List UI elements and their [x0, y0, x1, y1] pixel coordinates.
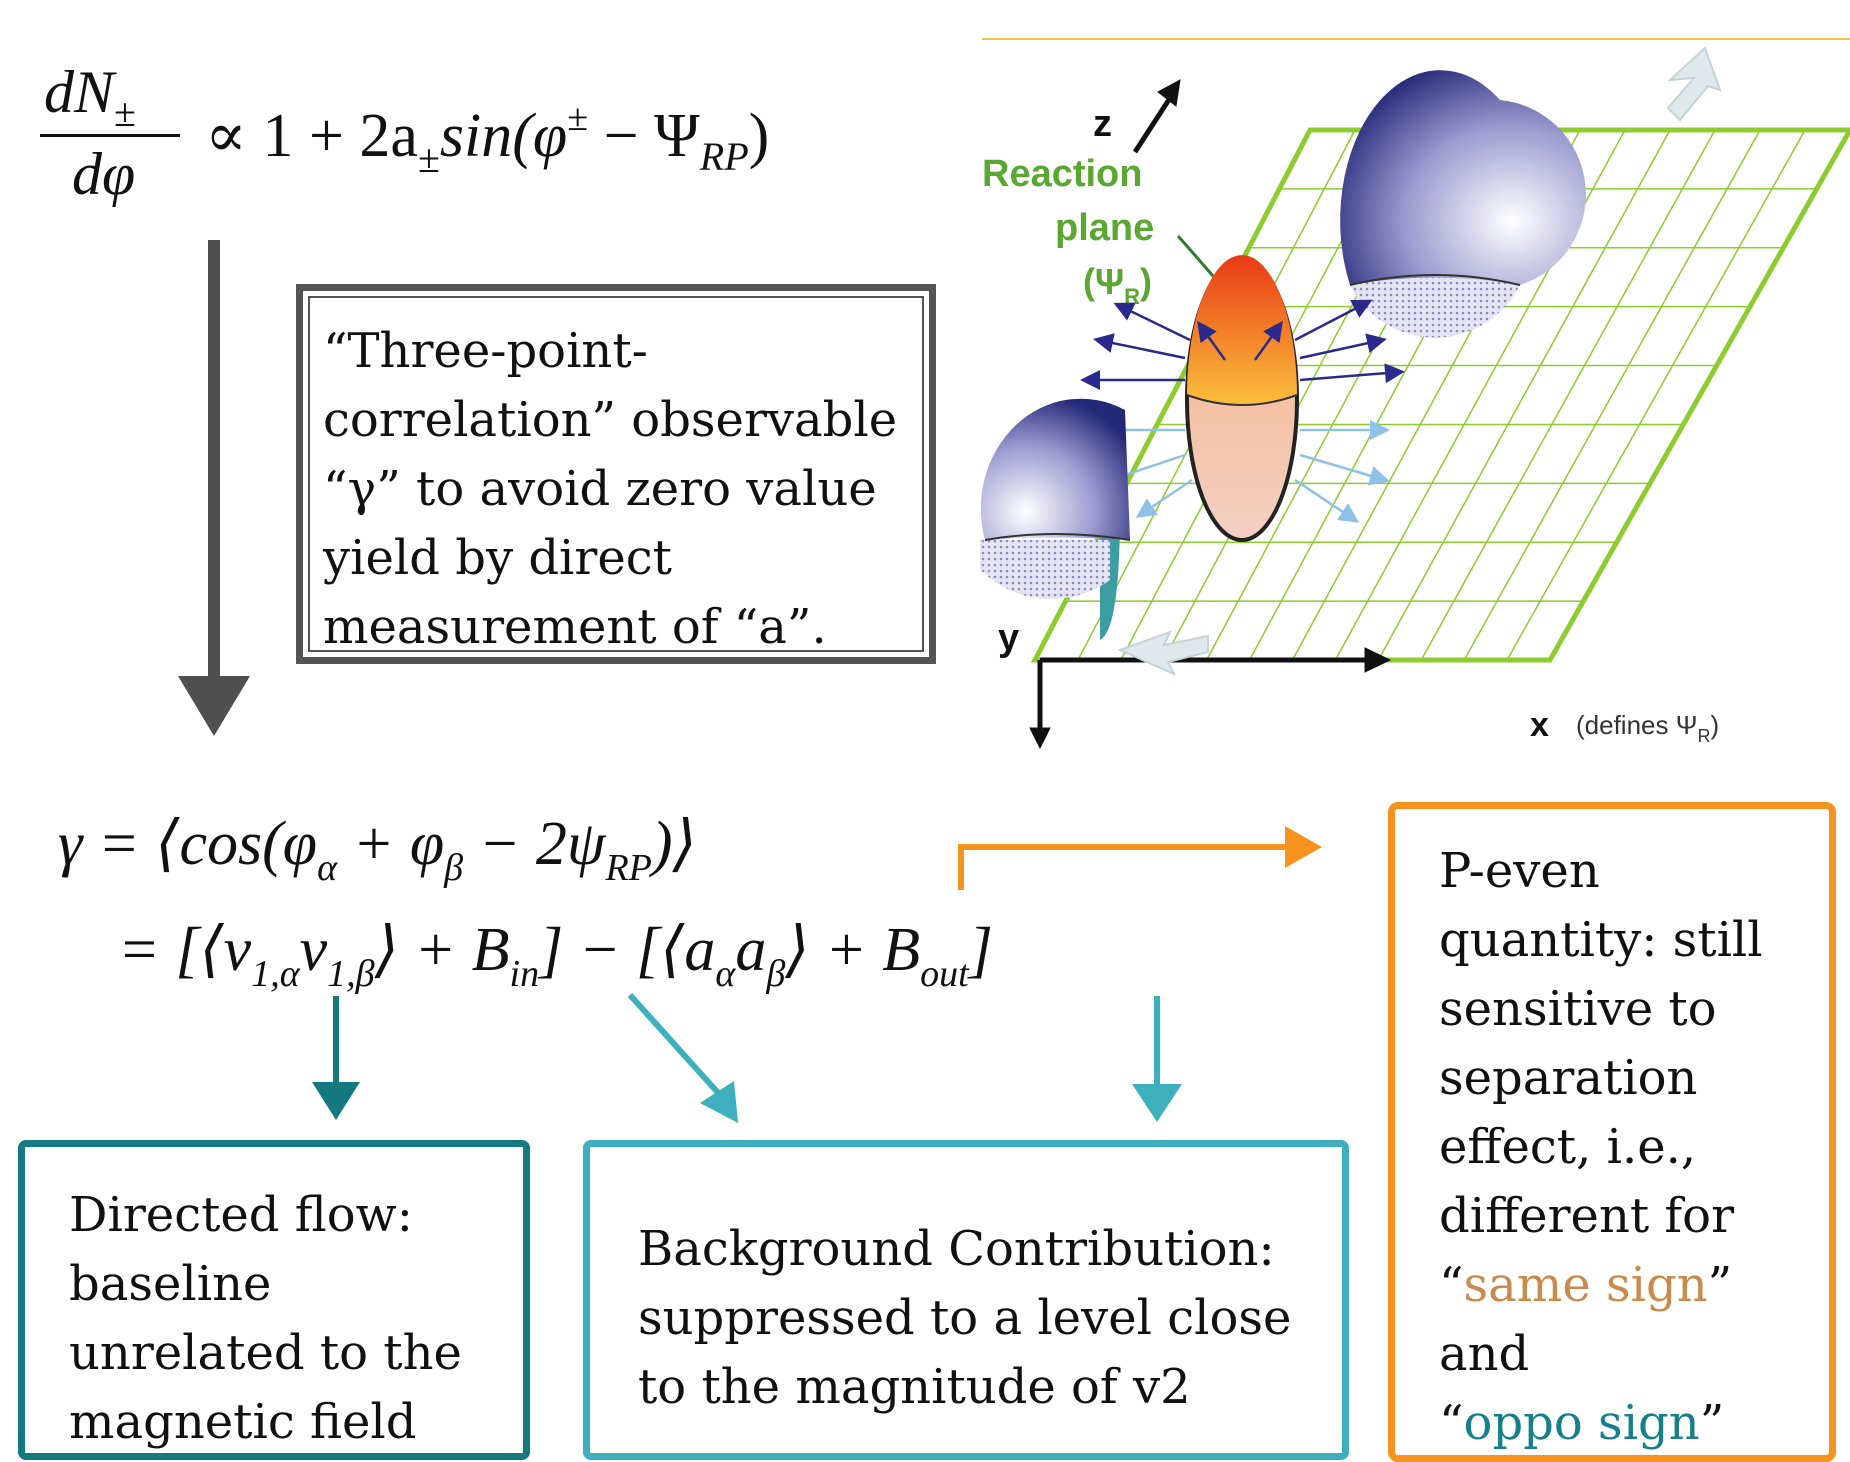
axes: [1029, 79, 1392, 750]
spectator-nucleus-left: [980, 398, 1131, 640]
grid-line: [1463, 129, 1761, 661]
rhs-sup: ±: [567, 97, 589, 139]
gamma-formula-line2: = [⟨v1,αv1,β⟩ + Bin] − [⟨aαaβ⟩ + Bout]: [118, 912, 993, 995]
grid-line: [1420, 129, 1716, 661]
f2-l2-sub4: α: [715, 953, 736, 995]
gamma-formula-line1: γ = ⟨cos(φα + φβ − 2ψRP)⟩: [58, 806, 697, 889]
f2-l1-b: + φ: [337, 810, 445, 878]
down-arrow-gray: [178, 240, 250, 736]
same-sign-text: same sign: [1463, 1257, 1708, 1313]
f2-l2-g: ]: [968, 916, 993, 984]
reaction-plane-figure: z y x (defines ΨR) Reaction plane (ΨR): [980, 46, 1850, 750]
spectator-nucleus-right: [1340, 70, 1586, 338]
fraction-denominator: dφ: [72, 141, 136, 207]
fraction-numerator: dN±: [44, 58, 136, 135]
same-sign-line: “same sign”: [1439, 1251, 1763, 1320]
grid-line: [1506, 129, 1806, 661]
p-even-line: P-even: [1439, 843, 1600, 899]
oppo-sign-text: oppo sign: [1463, 1395, 1700, 1451]
background-box: Background Contribution: suppressed to a…: [583, 1140, 1349, 1460]
correlation-line: “γ” to avoid zero value: [323, 461, 877, 517]
rhs-prefix: ∝ 1 + 2a: [205, 102, 418, 170]
directed-line: baseline: [69, 1256, 272, 1312]
grid-line: [1377, 129, 1671, 661]
f2-l2-e: a: [735, 916, 767, 984]
correlation-text: “Three-point- correlation” observable “γ…: [323, 317, 897, 662]
directed-line: magnetic field: [69, 1394, 417, 1450]
f2-l1-sub3: RP: [605, 847, 652, 889]
f2-l2-f: ⟩ + B: [785, 916, 921, 984]
rhs-mid2: − Ψ: [588, 102, 700, 170]
outgoing-arrow-top: [1666, 46, 1722, 122]
p-even-line: sensitive to: [1439, 981, 1717, 1037]
correlation-line: measurement of “a”.: [323, 599, 827, 655]
directed-line: unrelated to the: [69, 1325, 462, 1381]
f2-l2-a: = [⟨v: [118, 916, 252, 984]
axis-y-label: y: [998, 617, 1019, 659]
fraction-bar: [40, 134, 180, 137]
f2-l1-d: )⟩: [651, 810, 697, 878]
top-rule: [982, 38, 1850, 40]
numerator-sub: ±: [114, 90, 136, 135]
correlation-box: “Three-point- correlation” observable “γ…: [296, 284, 936, 664]
rhs-end: ): [748, 102, 770, 170]
oppo-sign-line: “oppo sign”: [1439, 1389, 1763, 1458]
numerator-text: dN: [44, 59, 115, 125]
background-line: suppressed to a level close: [638, 1290, 1292, 1346]
axis-x-label: x: [1530, 706, 1549, 744]
f2-l2-sub5: β: [766, 953, 786, 995]
directed-line: Directed flow:: [69, 1187, 413, 1243]
f2-l2-sub1: 1,α: [251, 953, 300, 995]
f2-l1-sub1: α: [317, 847, 338, 889]
directed-flow-box: Directed flow: baseline unrelated to the…: [18, 1140, 530, 1460]
rhs-mid: sin(φ: [439, 102, 568, 170]
f2-l2-d: ] − [⟨a: [539, 916, 716, 984]
f2-l2-c: ⟩ + B: [374, 916, 510, 984]
quote-close: ”: [1707, 1257, 1733, 1313]
f2-l2-b: v: [299, 916, 328, 984]
background-line: Background Contribution:: [638, 1221, 1275, 1277]
p-even-text: P-even quantity: still sensitive to sepa…: [1439, 837, 1763, 1458]
arrow-to-background-right: [1132, 996, 1182, 1122]
quote-close: ”: [1699, 1395, 1725, 1451]
correlation-line: correlation” observable: [323, 392, 898, 448]
reaction-plane-label-1: Reaction: [982, 153, 1142, 195]
p-even-line: effect, i.e.,: [1439, 1119, 1697, 1175]
f2-l2-sub2: 1,β: [327, 953, 375, 995]
p-even-line: quantity: still: [1439, 912, 1763, 968]
orange-arrow: [958, 826, 1322, 890]
correlation-line: “Three-point-: [323, 323, 648, 379]
f2-l1-a: γ = ⟨cos(φ: [58, 810, 318, 878]
reaction-plane-label-2: plane: [1055, 207, 1154, 249]
participant-zone: [1185, 255, 1299, 542]
quote-open: “: [1439, 1395, 1464, 1451]
axis-x-note: (defines ΨR): [1576, 710, 1719, 746]
correlation-line: yield by direct: [323, 530, 672, 586]
arrow-to-background: [627, 992, 738, 1123]
p-even-line: separation: [1439, 1050, 1698, 1106]
f2-l1-sub2: β: [444, 847, 464, 889]
f2-l2-sub6: out: [920, 953, 969, 995]
and-text: and: [1439, 1326, 1530, 1382]
directed-flow-text: Directed flow: baseline unrelated to the…: [69, 1181, 462, 1457]
rhs-sub: ±: [417, 136, 440, 181]
background-line: to the magnitude of v2: [638, 1359, 1191, 1415]
reaction-plane-label-3: (ΨR): [1083, 261, 1152, 309]
background-text: Background Contribution: suppressed to a…: [638, 1215, 1291, 1422]
quote-open: “: [1439, 1257, 1464, 1313]
formula-rhs: ∝ 1 + 2a±sin(φ± − ΨRP): [205, 97, 770, 181]
f2-l2-sub3: in: [509, 953, 540, 995]
f2-l1-c: − 2ψ: [463, 810, 606, 878]
arrow-to-directed: [312, 996, 360, 1120]
axis-z-label: z: [1093, 103, 1112, 145]
p-even-box: P-even quantity: still sensitive to sepa…: [1388, 802, 1836, 1462]
rhs-sub2: RP: [699, 134, 749, 179]
p-even-line: different for: [1439, 1188, 1735, 1244]
outgoing-arrow-bottom: [1117, 630, 1209, 677]
